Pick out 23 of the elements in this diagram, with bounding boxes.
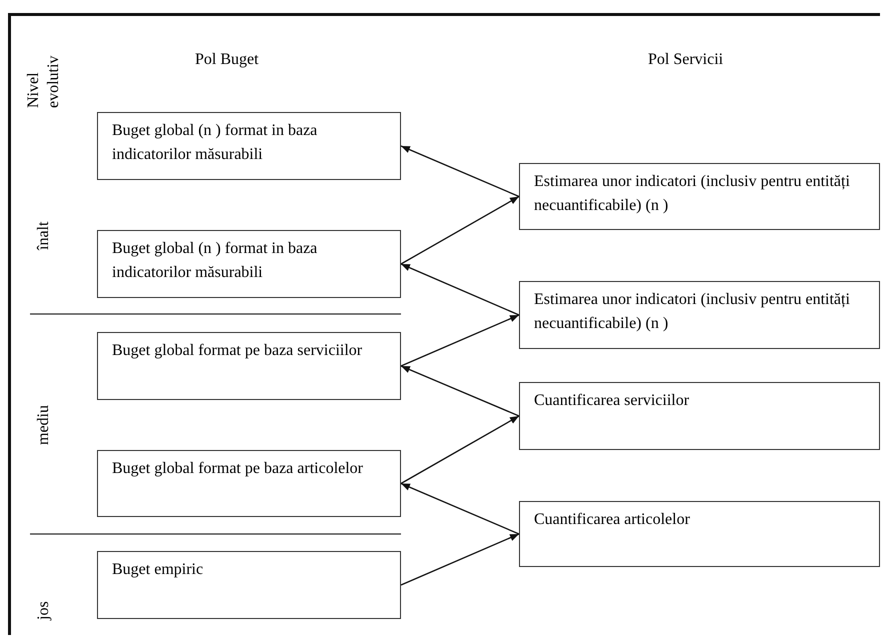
process-box: Estimarea unor indicatori (inclusiv pentru entități necuantificabile) (n ): [519, 281, 880, 349]
level-label: Nivel evolutiv: [24, 54, 63, 108]
arrow: [400, 196, 520, 265]
process-box: Estimarea unor indicatori (inclusiv pentru entități necuantificabile) (n ): [519, 163, 880, 230]
process-box: Buget global format pe baza articolelor: [97, 450, 401, 517]
arrow: [400, 415, 520, 484]
level-label: mediu: [34, 404, 53, 445]
process-box: Buget global format pe baza serviciilor: [97, 332, 401, 400]
level-label: înalt: [34, 220, 53, 250]
level-label: jos: [34, 600, 53, 620]
process-box: Buget global (n ) format in baza indicatorilor măsurabili: [97, 230, 401, 298]
process-box: Buget empiric: [97, 551, 401, 619]
arrow: [400, 145, 520, 198]
process-box: Buget global (n ) format in baza indicatorilor măsurabili: [97, 112, 401, 180]
arrow: [400, 482, 520, 535]
process-box: Cuantificarea serviciilor: [519, 382, 880, 450]
arrow: [400, 365, 520, 417]
arrow: [400, 533, 520, 586]
arrow: [400, 263, 520, 316]
arrow: [400, 314, 520, 367]
process-box: Cuantificarea articolelor: [519, 501, 880, 567]
column-heading: Pol Servicii: [648, 50, 724, 70]
column-heading: Pol Buget: [195, 50, 259, 70]
